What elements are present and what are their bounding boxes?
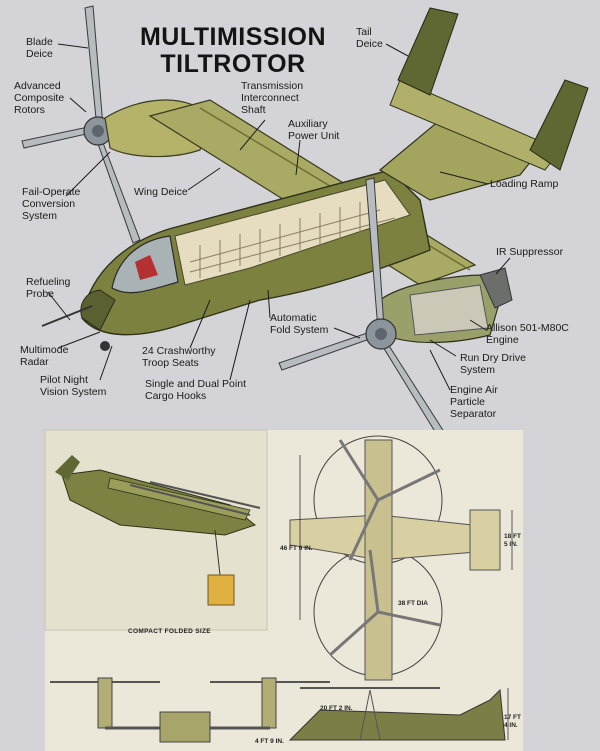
callout-loading-ramp: Loading Ramp <box>490 178 559 190</box>
title-line-2: TILTROTOR <box>160 50 306 78</box>
left-rotor <box>21 5 141 244</box>
callout-refueling-probe: Refueling Probe <box>26 276 71 300</box>
dim-ground: 4 FT 9 IN. <box>255 738 284 745</box>
ir-suppressor <box>479 267 513 309</box>
callout-cargo-hooks: Single and Dual Point Cargo Hooks <box>145 378 246 402</box>
callout-apu: Auxiliary Power Unit <box>288 118 340 142</box>
callout-run-dry: Run Dry Drive System <box>460 352 526 376</box>
dim-width: 18 FT 5 IN. <box>504 533 521 548</box>
callout-wing-deice: Wing Deice <box>134 186 188 198</box>
callout-ir-suppressor: IR Suppressor <box>496 246 564 258</box>
title-line-1: MULTIMISSION <box>139 23 327 51</box>
engine-cutaway <box>409 284 489 336</box>
callout-multimode-radar: Multimode Radar <box>20 344 69 368</box>
right-tail-fin <box>529 79 589 171</box>
side-view <box>288 687 509 741</box>
callout-pilot-night-vision: Pilot Night Vision System <box>40 374 107 398</box>
callout-troop-seats: 24 Crashworthy Troop Seats <box>142 345 216 369</box>
callout-advanced-composite-rotors: Advanced Composite Rotors <box>14 80 65 116</box>
diagram-title: MULTIMISSION TILTROTOR <box>118 24 348 78</box>
callout-transmission-shaft: Transmission Interconnect Shaft <box>241 80 304 116</box>
dim-rotor-diameter: 38 FT DIA <box>398 600 428 607</box>
cockpit-seat <box>135 255 158 280</box>
nose-radar <box>80 289 116 331</box>
callout-blade-deice: Blade Deice <box>26 36 53 60</box>
cabin-interior <box>174 179 411 286</box>
troop-seats <box>189 202 396 278</box>
dim-span: 20 FT 2 IN. <box>320 705 353 712</box>
nose-wheel <box>100 341 110 351</box>
left-tail-fin <box>397 7 459 96</box>
dim-height: 17 FT 4 IN. <box>504 714 521 729</box>
dim-length: 46 FT 6 IN. <box>280 545 313 552</box>
callout-tail-deice: Tail Deice <box>356 26 383 50</box>
top-view <box>289 435 513 681</box>
horizontal-stabilizer <box>389 79 561 171</box>
callout-engine-air: Engine Air Particle Separator <box>450 384 498 420</box>
callout-engine: Allison 501-M80C Engine <box>486 322 569 346</box>
leader-lines <box>47 43 511 391</box>
callout-fail-operate: Fail-Operate Conversion System <box>22 186 81 222</box>
folded-aircraft <box>55 455 261 606</box>
folded-caption: COMPACT FOLDED SIZE <box>128 628 211 635</box>
callout-automatic-fold: Automatic Fold System <box>270 312 329 336</box>
front-view <box>50 677 330 743</box>
